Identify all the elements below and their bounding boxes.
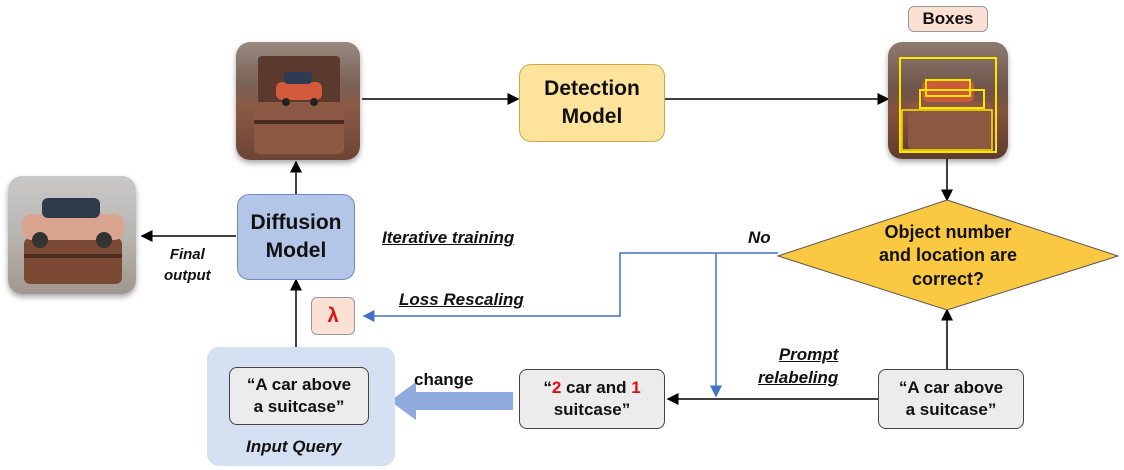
detection-model-node: Detection Model: [519, 64, 665, 142]
edge-no-feedback: [362, 252, 778, 322]
toy-car-on-suitcase-icon: [254, 56, 344, 154]
decision-label-box: Object number and location are correct?: [820, 216, 1076, 296]
diffusion-model-label: Diffusion Model: [250, 210, 342, 262]
prompt-relabeling-label: Prompt relabeling: [758, 345, 839, 387]
final-car-suitcase-icon: [22, 198, 124, 284]
relabeled-prompt-line2: suitcase”: [553, 400, 631, 419]
relabeled-suitcase-count: 1: [631, 377, 641, 397]
relabeled-prompt-node: “2 car and 1 suitcase”: [519, 369, 665, 429]
detection-boxes-image: [888, 42, 1008, 159]
change-label: change: [414, 370, 474, 389]
decision-label: Object number and location are correct?: [878, 221, 1018, 289]
toy-car-on-suitcase-image: [236, 42, 360, 160]
bounding-boxes-icon: [899, 57, 997, 153]
loss-rescaling-label: Loss Rescaling: [399, 290, 524, 309]
input-prompt-text: “A car above a suitcase”: [246, 374, 352, 416]
lambda-node: λ: [311, 297, 355, 335]
no-label: No: [748, 228, 771, 247]
relabeled-prompt-line1: “2 car and 1: [543, 377, 641, 397]
detection-model-label: Detection Model: [544, 76, 640, 128]
iterative-training-label: Iterative training: [382, 228, 515, 247]
boxes-label: Boxes: [922, 9, 974, 28]
original-prompt-text: “A car above a suitcase”: [898, 377, 1004, 419]
input-query-label: Input Query: [246, 437, 342, 456]
change-arrow: [390, 382, 513, 420]
diffusion-model-node: Diffusion Model: [237, 194, 355, 280]
final-car-suitcase-image: [8, 176, 136, 294]
original-prompt-node: “A car above a suitcase”: [878, 369, 1024, 429]
input-prompt-node: “A car above a suitcase”: [229, 367, 369, 425]
final-output-label: Final output: [164, 246, 211, 284]
relabeled-car-count: 2: [551, 377, 562, 397]
lambda-label: λ: [327, 304, 339, 327]
decision-diamond: [776, 199, 1120, 311]
boxes-badge: Boxes: [908, 6, 988, 32]
